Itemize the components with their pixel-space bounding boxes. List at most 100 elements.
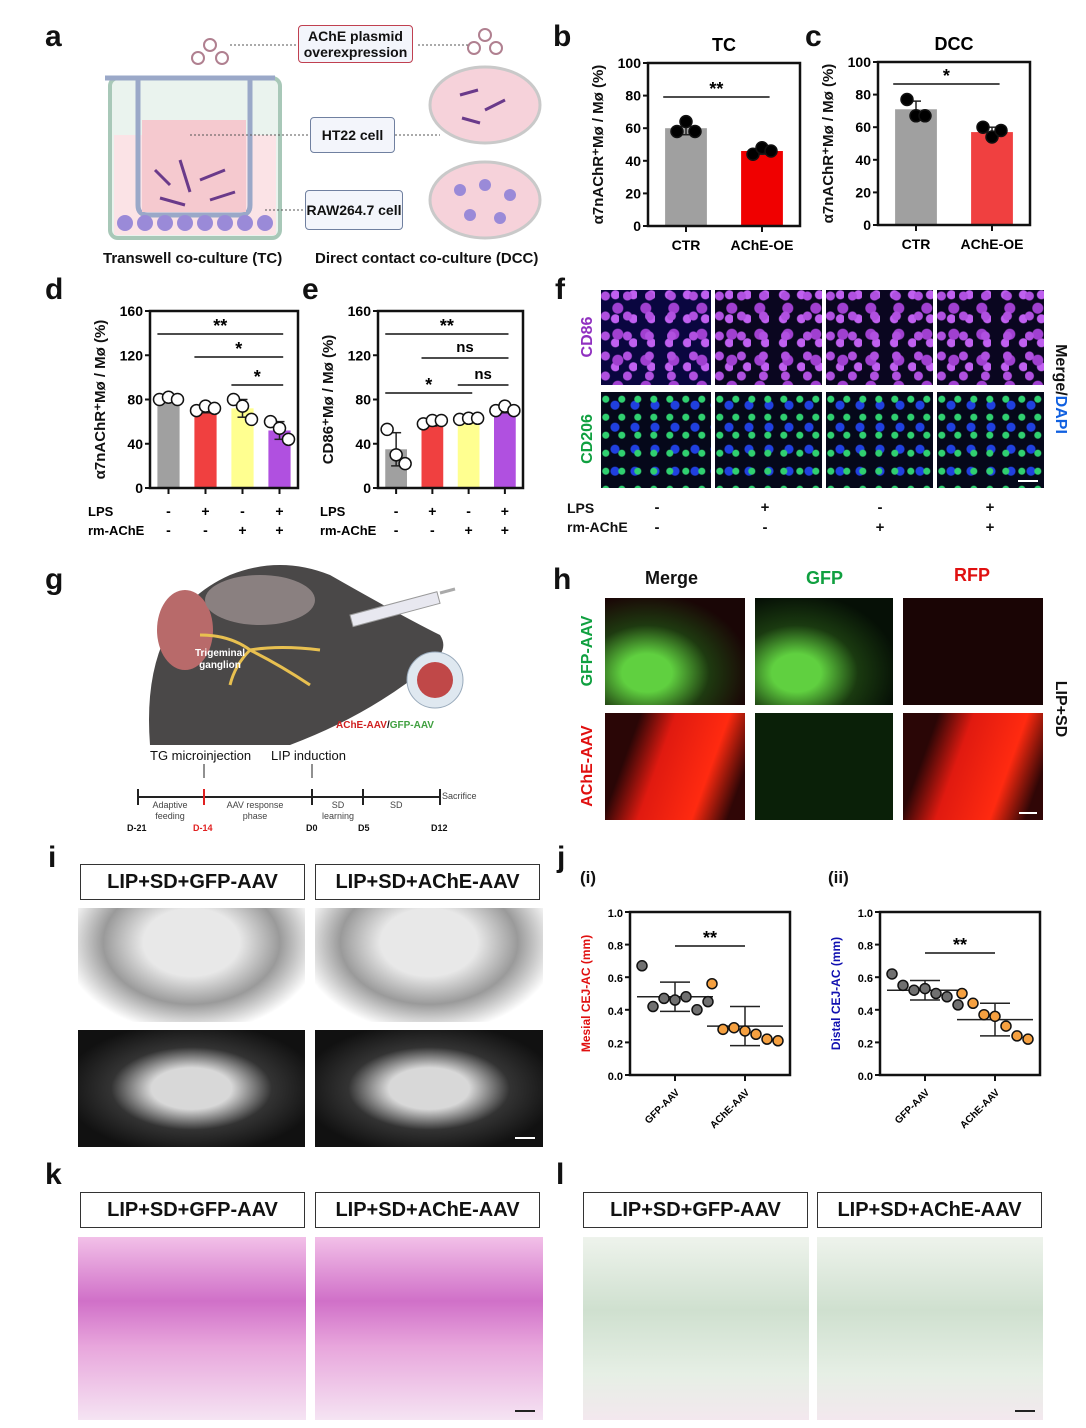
day-d-14: D-14 [193,823,213,833]
ht22-cell-tag: HT22 cell [310,117,395,153]
k-header-ache: LIP+SD+AChE-AAV [315,1192,540,1228]
y-tick-label: 40 [355,436,371,452]
sacrifice-label: Sacrifice [442,791,477,801]
panel-label-f: f [555,273,565,306]
f-lps-3: - [877,499,883,516]
data-point [728,1021,740,1034]
scale-bar [1015,1410,1035,1412]
l-stain-image-gfp [583,1237,809,1420]
data-point [989,1010,1001,1023]
data-point [956,987,968,1000]
row-label-cd86: CD86 [579,316,596,358]
y-tick-label: 80 [355,392,371,408]
h-row-ache-aav: AChE-AAV [579,725,596,807]
scale-bar [1019,812,1037,814]
ache-aav-label: AChE-AAV [336,720,387,731]
significance-label: * [425,375,432,395]
panel-label-d: d [45,273,64,306]
data-point [226,392,241,407]
panel-label-g: g [45,563,64,596]
h-rfp-ache [903,713,1043,820]
bar [231,408,254,488]
f-rm-1: - [654,519,660,536]
phase-adaptive: Adaptive feeding [152,800,188,821]
significance-label: ** [703,928,717,948]
y-tick-label: 120 [120,347,144,363]
y-tick-label: 160 [120,303,144,319]
data-point [658,992,670,1005]
transwell-illustration [105,75,282,240]
x-tick-label: CTR [902,236,931,252]
condition-sign: - [394,503,399,519]
panel-label-b: b [553,20,572,53]
y-tick-label: 100 [848,54,872,70]
data-point [918,109,932,123]
h-rfp-gfp [903,598,1043,705]
condition-label: LPS [320,504,346,519]
y-axis-label: Distal CEJ-AC (mm) [829,937,843,1050]
x-tick-label: AChE-OE [731,237,794,253]
plot-frame [878,910,1042,1077]
chart-title: TC [712,35,736,55]
significance-label: ns [474,366,492,383]
data-point [976,120,990,134]
significance-label: * [943,66,950,86]
i-microct-3d-gfp [78,908,305,1022]
cd206-image-4 [937,392,1044,488]
condition-sign: + [275,522,283,538]
chart-d: α7nAChR⁺Mø / Mø (%)04080120160LPS-+-+rm-… [88,303,300,538]
data-point [750,1028,762,1040]
x-tick-label: GFP-AAV [893,1087,932,1126]
panel-label-j: j [557,841,566,874]
f-lps-2: + [760,499,770,516]
condition-sign: + [501,522,509,538]
data-point [669,994,681,1006]
plot-frame [148,309,300,490]
y-tick-label: 0.8 [608,941,623,953]
f-lps-1: - [654,499,660,516]
data-point [680,991,692,1003]
y-tick-label: 0.6 [858,973,873,985]
y-axis-label: α7nAChR⁺Mø / Mø (%) [820,64,837,224]
day-d-21: D-21 [127,823,147,833]
data-point [670,124,684,139]
cd86-image-2 [715,290,822,385]
cd86-image-4 [937,290,1044,385]
data-point [398,456,412,471]
data-point [706,977,718,990]
scale-bar [1018,480,1038,482]
y-tick-label: 120 [348,347,372,363]
row-label-cd206: CD206 [579,414,596,464]
condition-sign: - [394,522,399,538]
y-tick-label: 0.2 [858,1038,873,1050]
bar [971,132,1013,225]
f-rm-2: - [762,519,768,536]
condition-sign: + [501,503,509,519]
h-side-lip-sd: LIP+SD [1052,680,1069,738]
petri-dish-bottom [428,160,542,240]
i-header-gfp: LIP+SD+GFP-AAV [80,864,305,900]
h-col-merge: Merge [645,568,699,588]
data-point [691,1004,703,1016]
y-tick-label: 0 [633,218,641,234]
syringe-icon [349,587,456,628]
event-tg-microinjection: TG microinjection [150,748,252,763]
h-merge-gfp [605,598,745,705]
virus-label: AChE-AAV/GFP-AAV [336,720,434,731]
data-point [434,413,449,428]
y-tick-label: 80 [625,88,641,104]
data-point [263,414,278,429]
bar [895,109,937,225]
data-point [978,1008,990,1021]
data-point [281,432,296,447]
condition-sign: - [240,503,245,519]
data-point [272,421,287,436]
significance-label: ns [456,339,474,356]
condition-sign: - [430,522,435,538]
h-col-gfp: GFP [806,568,844,588]
raw264-cell-tag: RAW264.7 cell [305,190,403,230]
data-point [380,422,394,437]
y-tick-label: 0.0 [858,1071,873,1083]
data-point [919,982,931,995]
data-point [994,123,1008,138]
